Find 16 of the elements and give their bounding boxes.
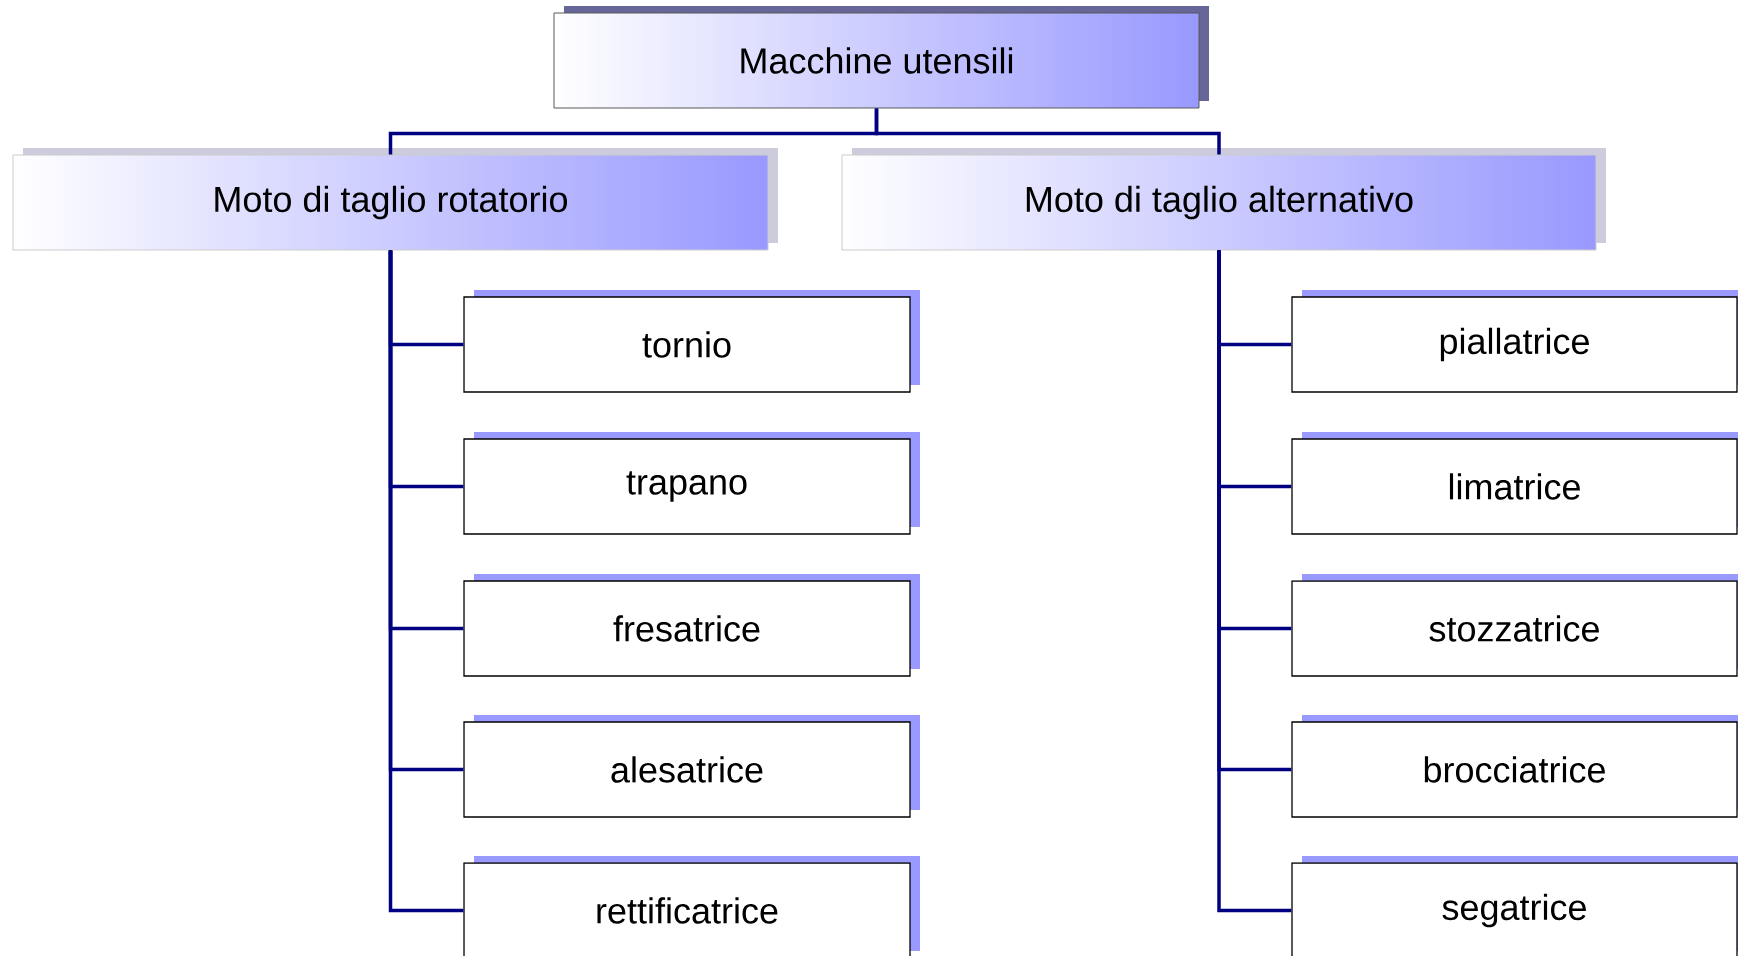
connector-line	[388, 250, 464, 913]
category-box: Moto di taglio alternativo	[841, 148, 1606, 251]
category-box: Moto di taglio rotatorio	[12, 148, 778, 251]
machine-box: alesatrice	[463, 715, 920, 818]
machine-box: limatrice	[1291, 432, 1738, 535]
machine-box: trapano	[463, 432, 920, 535]
machine-box: brocciatrice	[1291, 715, 1738, 818]
connector-line	[874, 108, 1221, 155]
machine-box: rettificatrice	[463, 856, 920, 956]
machine-box: piallatrice	[1291, 290, 1738, 393]
machine-box: fresatrice	[463, 574, 920, 677]
machine-box: stozzatrice	[1291, 574, 1738, 677]
title-box: Macchine utensili	[553, 6, 1209, 109]
machine-box: tornio	[463, 290, 920, 393]
machine-box: segatrice	[1291, 856, 1738, 956]
connector-line	[1217, 250, 1292, 913]
